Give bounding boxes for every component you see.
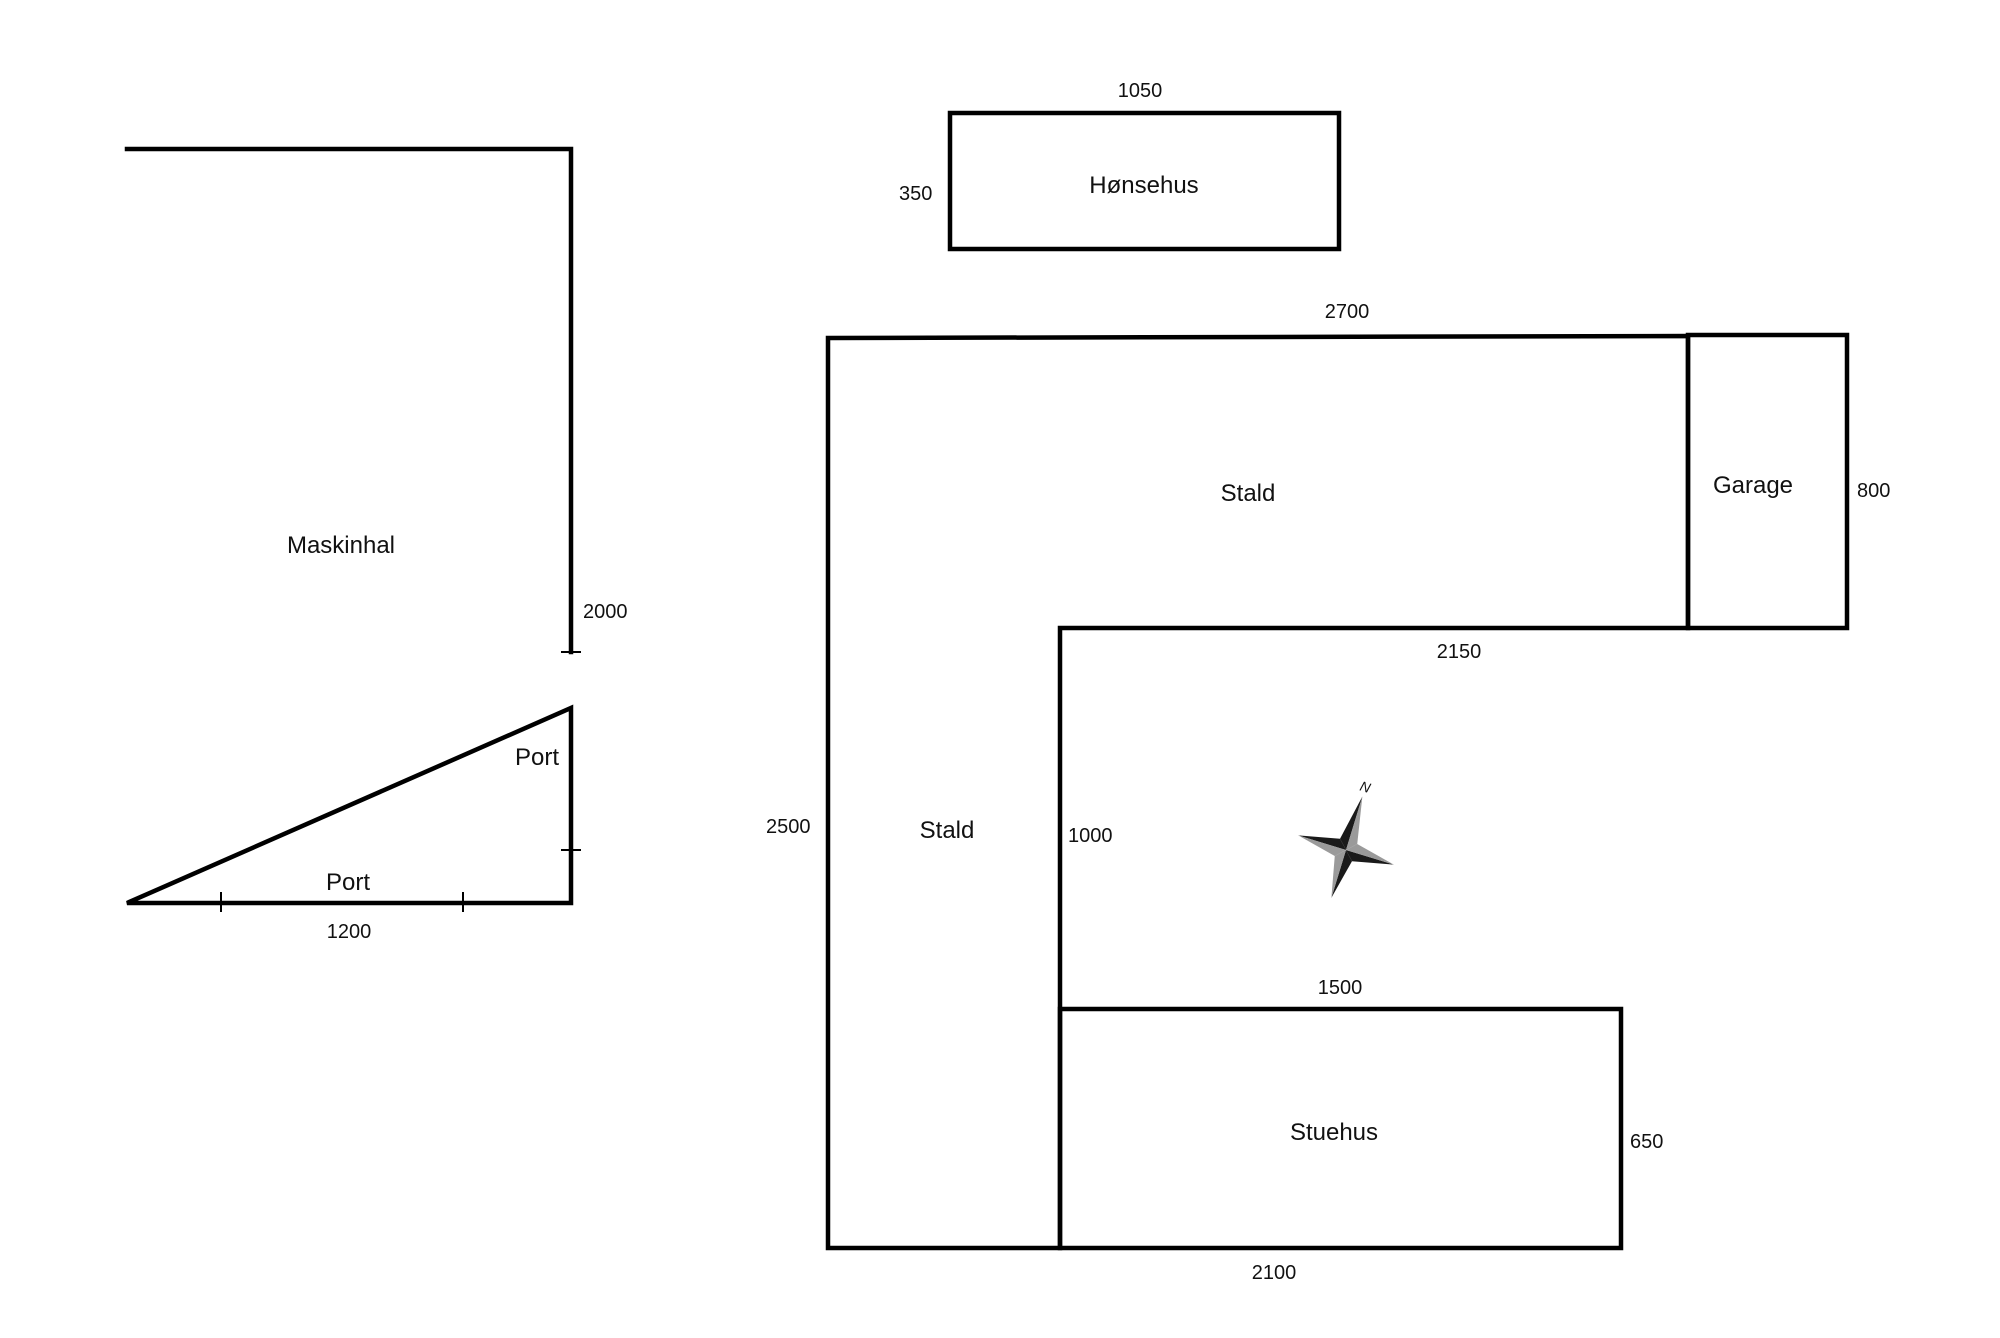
- compass-south-point-dark: [1331, 850, 1352, 898]
- stuehus-bottom-dimension: 2100: [1252, 1262, 1297, 1284]
- compass-north-point-dark: [1340, 796, 1363, 850]
- honsehus-building: Hønsehus 1050 350: [899, 80, 1342, 252]
- stald-inner-dimension: 2150: [1437, 641, 1482, 663]
- maskinhal-outline: [124, 146, 574, 906]
- bottom-port-label: Port: [326, 869, 370, 896]
- stald-inner-height-dimension: 1000: [1068, 825, 1113, 847]
- stald-north-label: Stald: [1221, 480, 1276, 507]
- stald-west-label: Stald: [920, 817, 975, 844]
- garage-height-dimension: 800: [1857, 480, 1890, 502]
- stuehus-building: Stuehus 1500 650 2100: [1057, 977, 1663, 1284]
- stuehus-top-dimension: 1500: [1318, 977, 1363, 999]
- maskinhal-label: Maskinhal: [287, 532, 395, 559]
- compass-rose-icon: N: [1298, 778, 1394, 898]
- stuehus-label: Stuehus: [1290, 1119, 1378, 1146]
- maskinhal-building: Maskinhal 2000 1200 Port Port: [124, 146, 628, 943]
- garage-building: Garage 800: [1685, 332, 1890, 631]
- stald-top-dimension: 2700: [1325, 301, 1370, 323]
- honsehus-label: Hønsehus: [1089, 172, 1198, 199]
- honsehus-outline: [947, 110, 1342, 252]
- stald-outline: [825, 333, 1691, 1251]
- side-port-label: Port: [515, 744, 559, 771]
- stuehus-height-dimension: 650: [1630, 1131, 1663, 1153]
- stald-building: Stald Stald 2700 2150 2500 1000: [766, 301, 1691, 1251]
- honsehus-height-dimension: 350: [899, 183, 932, 205]
- garage-outline: [1685, 332, 1850, 631]
- stald-height-dimension: 2500: [766, 816, 811, 838]
- maskinhal-height-dimension: 2000: [583, 601, 628, 623]
- honsehus-width-dimension: 1050: [1118, 80, 1163, 102]
- maskinhal-width-dimension: 1200: [327, 921, 372, 943]
- garage-label: Garage: [1713, 472, 1793, 499]
- compass-west-point-light: [1298, 835, 1346, 856]
- compass-east-point-light: [1346, 844, 1394, 865]
- compass-north-label: N: [1358, 778, 1373, 797]
- stuehus-outline: [1057, 1006, 1624, 1251]
- compass-south-point-light: [1331, 850, 1346, 898]
